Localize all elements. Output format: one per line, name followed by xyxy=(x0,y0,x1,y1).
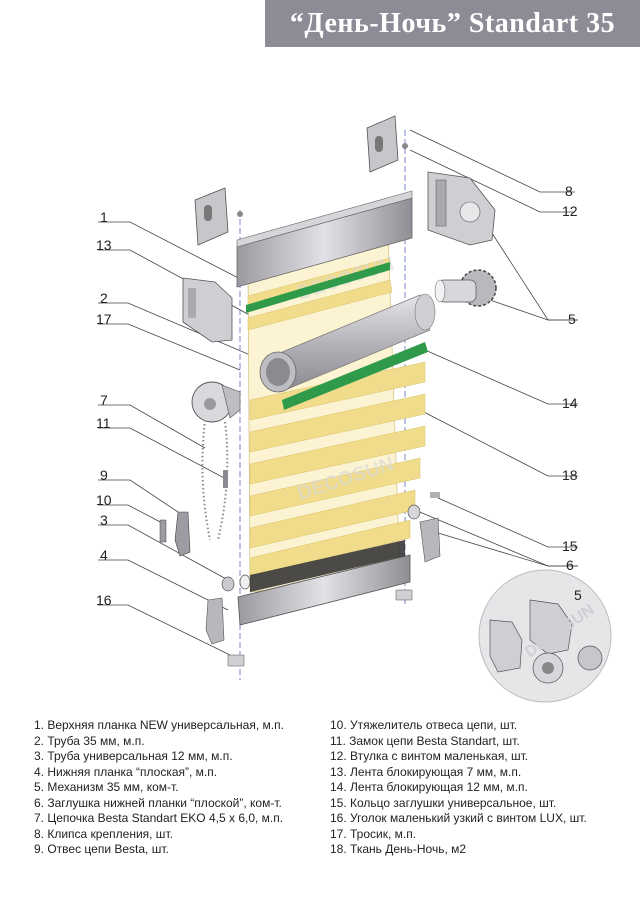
corner-bracket-screw-left xyxy=(227,654,245,667)
callout-8: 8 xyxy=(565,183,573,199)
callout-13: 13 xyxy=(96,237,112,253)
blocking-tape-12mm xyxy=(282,342,428,410)
callout-16: 16 xyxy=(96,592,112,608)
legend-item: 1. Верхняя планка NEW универсальная, м.п… xyxy=(34,718,284,732)
legend-item: 2. Труба 35 мм, м.п. xyxy=(34,733,145,748)
callout-1: 1 xyxy=(100,209,108,225)
legend-item: 8. Клипса крепления, шт. xyxy=(34,826,173,841)
callout-5-inset: 5 xyxy=(574,587,582,603)
legend-item: 6. Заглушка нижней планки “плоской”, ком… xyxy=(34,795,282,810)
mounting-clip-left xyxy=(194,187,229,246)
exploded-assembly-diagram: DECOSUN DECOSUN xyxy=(96,115,612,703)
bottom-rail-flat xyxy=(237,554,411,626)
mechanism-bracket-left xyxy=(182,277,233,343)
blocking-tape-7mm xyxy=(246,262,390,313)
legend-item: 10. Утяжелитель отвеса цепи, шт. xyxy=(330,718,518,732)
top-rail-top-face xyxy=(236,190,413,248)
legend-item: 3. Труба универсальная 12 мм, м.п. xyxy=(34,749,233,763)
callout-5: 5 xyxy=(568,311,576,327)
callout-12: 12 xyxy=(562,203,578,219)
legend-item: 9. Отвес цепи Besta, шт. xyxy=(34,842,169,856)
legend-item: 11. Замок цепи Besta Standart, шт. xyxy=(330,733,520,748)
legend-item: 12. Втулка с винтом маленькая, шт. xyxy=(330,749,529,763)
cap-ring xyxy=(430,492,440,498)
callout-18: 18 xyxy=(562,467,578,483)
tube-35mm xyxy=(259,293,436,393)
legend-item: 17. Тросик, м.п. xyxy=(330,826,417,841)
legend-item: 14. Лента блокирующая 12 мм, м.п. xyxy=(330,780,528,794)
parts-legend-right: 10. Утяжелитель отвеса цепи, шт. 11. Зам… xyxy=(330,718,630,858)
page-title: “День-Ночь” Standart 35 xyxy=(265,0,640,47)
callout-9: 9 xyxy=(100,467,108,483)
bead-chain xyxy=(201,419,229,541)
leader-lines xyxy=(98,129,578,656)
corner-bracket-right xyxy=(419,517,441,563)
legend-item: 7. Цепочка Besta Standart EKO 4,5 х 6,0,… xyxy=(34,811,284,825)
mechanism-detail-inset: DECOSUN xyxy=(478,569,612,703)
bottom-rail-cap-right xyxy=(407,504,421,520)
chain-weight-extender xyxy=(159,519,167,543)
legend-item: 13. Лента блокирующая 7 мм, м.п. xyxy=(330,764,522,779)
callout-6: 6 xyxy=(566,557,574,573)
parts-legend-left: 1. Верхняя планка NEW универсальная, м.п… xyxy=(34,718,324,858)
legend-item: 18. Ткань День-Ночь, м2 xyxy=(330,842,467,856)
callout-4: 4 xyxy=(100,547,108,563)
mounting-clip-right xyxy=(366,115,399,173)
callout-10: 10 xyxy=(96,492,112,508)
callout-2: 2 xyxy=(100,290,108,306)
mechanism-bracket-right xyxy=(427,171,496,246)
callout-11: 11 xyxy=(96,415,111,431)
chain-lock xyxy=(223,470,228,488)
tube-12mm-end xyxy=(221,576,235,592)
callout-17: 17 xyxy=(96,311,112,327)
chain-control-unit xyxy=(191,381,241,423)
mechanism-clutch-gear xyxy=(434,269,497,307)
corner-bracket-left xyxy=(205,597,225,645)
chain-weight xyxy=(174,511,191,557)
callout-15: 15 xyxy=(562,538,578,554)
bushing-screw-left xyxy=(237,211,243,217)
legend-item: 4. Нижняя планка “плоская”, м.п. xyxy=(34,764,218,779)
corner-bracket-screw-right xyxy=(395,589,413,601)
bottom-rail-fabric-pocket xyxy=(250,540,405,592)
legend-item: 16. Уголок маленький узкий с винтом LUX,… xyxy=(330,811,587,825)
bottom-rail-cap-left xyxy=(239,574,251,590)
legend-item: 5. Механизм 35 мм, ком-т. xyxy=(34,780,179,794)
legend-item: 15. Кольцо заглушки универсальное, шт. xyxy=(330,795,557,810)
callout-14: 14 xyxy=(562,395,578,411)
callout-3: 3 xyxy=(100,512,108,528)
bushing-screw-right xyxy=(402,143,408,149)
callout-7: 7 xyxy=(100,392,108,408)
